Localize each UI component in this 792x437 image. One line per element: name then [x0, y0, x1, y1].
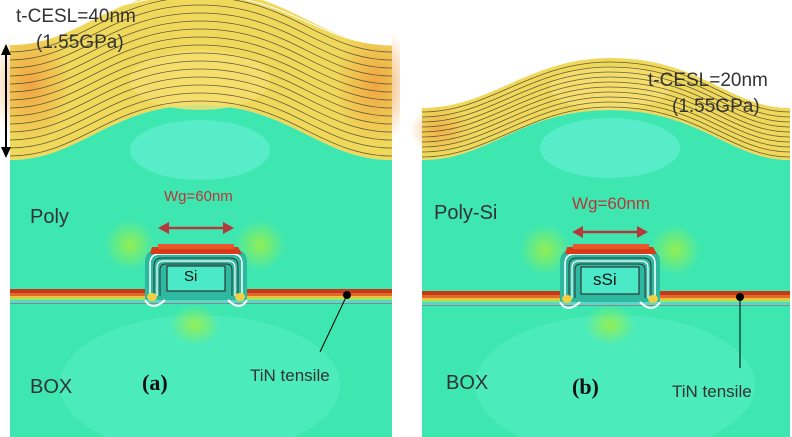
cesl-thickness-arrow: [1, 44, 11, 158]
gate-width-arrow: [572, 226, 648, 238]
channel-label: sSi: [593, 270, 617, 289]
panel-b: t-CESL=20nm (1.55GPa) Wg=60nm Poly-Si sS…: [400, 0, 792, 437]
panel-caption: (b): [572, 374, 599, 399]
panel-b-simulation: [400, 0, 792, 437]
tin-label: TiN tensile: [250, 366, 330, 385]
panel-caption: (a): [142, 370, 168, 395]
cesl-stress-label: (1.55GPa): [672, 96, 760, 117]
gate-structure: [559, 244, 661, 309]
box-label: BOX: [30, 376, 73, 398]
tin-label: TiN tensile: [672, 382, 752, 401]
gate-width-label: Wg=60nm: [572, 194, 650, 213]
panel-a: t-CESL=40nm (1.55GPa) Wg=60nm Poly Si BO…: [0, 0, 400, 437]
gate-width-arrow: [158, 222, 234, 234]
box-label: BOX: [446, 372, 489, 394]
gate-structure: [144, 244, 248, 307]
cesl-stress-label: (1.55GPa): [36, 32, 124, 53]
gate-material-label: Poly: [30, 206, 69, 228]
gate-material-label: Poly-Si: [434, 202, 498, 224]
cesl-thickness-label: t-CESL=20nm: [648, 70, 768, 91]
panel-a-simulation: [0, 0, 400, 437]
cesl-thickness-label: t-CESL=40nm: [16, 6, 136, 27]
channel-label: Si: [184, 268, 198, 285]
gate-width-label: Wg=60nm: [164, 188, 233, 205]
